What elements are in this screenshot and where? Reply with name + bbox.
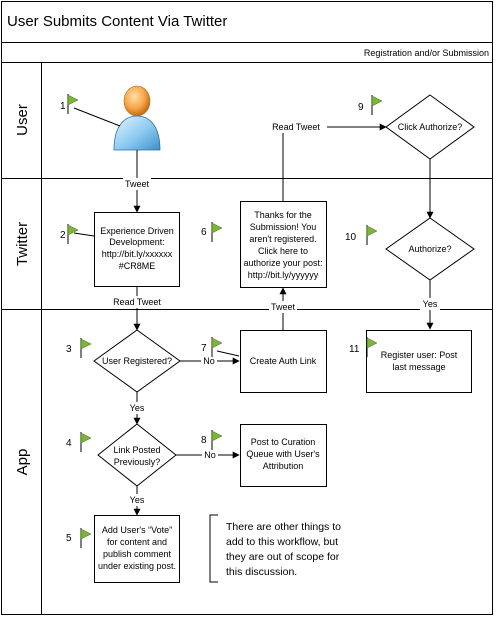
step-number-6: 6 <box>201 227 207 238</box>
thanks-box-line-5: authorize your post: <box>243 258 322 268</box>
click-authorize-label: Click Authorize? <box>398 122 463 132</box>
edge-label-no-2: No <box>204 450 216 460</box>
edge-auth-to-step7 <box>216 350 240 357</box>
edge-label-read-tweet-top: Read Tweet <box>272 122 320 132</box>
step-number-4: 4 <box>66 438 72 449</box>
link-posted-line-2: Previously? <box>114 457 161 467</box>
step-number-5: 5 <box>66 533 72 544</box>
register-user-line-2: last message <box>392 362 445 372</box>
step-1-flag-icon <box>67 94 79 114</box>
step-number-3: 3 <box>66 344 72 355</box>
edge-label-read-tweet-mid: Read Tweet <box>113 297 161 307</box>
edge-label-backgrounds <box>111 121 440 506</box>
thanks-box <box>240 201 327 288</box>
step-number-1: 1 <box>60 101 66 112</box>
user-actor-icon <box>113 85 161 151</box>
tweet-box-line-3: http://bit.ly/xxxxxx <box>102 249 173 259</box>
phase-label: Registration and/or Submission <box>364 48 489 58</box>
register-user-box <box>366 330 472 393</box>
step-3-flag-icon <box>80 338 92 358</box>
register-user-line-1: Register user: Post <box>381 350 458 360</box>
add-vote-line-4: under existing post. <box>98 561 176 571</box>
note-line-2: add to this workflow, but <box>226 536 338 548</box>
step-number-2: 2 <box>60 230 66 241</box>
thanks-box-line-3: aren't registered. <box>249 234 316 244</box>
curation-queue-line-1: Post to Curation <box>251 437 316 447</box>
step-5-flag-icon <box>80 528 92 548</box>
step-6-flag-icon <box>211 222 223 242</box>
add-vote-line-2: for content and <box>107 537 167 547</box>
step-9-flag-icon <box>371 95 383 115</box>
curation-queue-line-2: Queue with User's <box>246 449 320 459</box>
thanks-box-line-4: Click here to <box>258 246 308 256</box>
process-boxes <box>94 201 472 583</box>
edge-label-yes-3: Yes <box>423 299 438 309</box>
edge-label-no-1: No <box>203 356 215 366</box>
edge-user-to-step1 <box>73 107 121 127</box>
add-vote-box <box>94 515 180 583</box>
edge-label-tweet: Tweet <box>125 179 150 189</box>
tweet-box-line-1: Experience Driven <box>100 226 174 236</box>
step-2-flag-icon <box>67 224 79 244</box>
note-line-1: There are other things to <box>226 521 341 533</box>
step-number-8: 8 <box>201 435 207 446</box>
step-7-flag-icon <box>211 337 223 357</box>
tweet-box <box>94 212 180 287</box>
lane-label-twitter: Twitter <box>14 222 31 266</box>
edge-tweet-to-step2 <box>73 232 95 237</box>
link-posted-line-1: Link Posted <box>113 445 160 455</box>
add-vote-line-3: publish comment <box>103 549 172 559</box>
tweet-box-line-2: Development: <box>109 237 165 247</box>
lane-label-user: User <box>14 104 31 136</box>
create-auth-link-box <box>240 330 327 393</box>
create-auth-link-label: Create Auth Link <box>250 356 317 366</box>
step-flags <box>67 94 383 548</box>
step-4-flag-icon <box>80 432 92 452</box>
authorize-label: Authorize? <box>408 244 451 254</box>
click-authorize-diamond <box>385 94 475 160</box>
add-vote-line-1: Add User's “Vote” <box>102 525 172 535</box>
tweet-box-line-4: #CR8ME <box>119 261 156 271</box>
link-posted-diamond <box>97 423 177 487</box>
thanks-box-line-1: Thanks for the <box>254 210 312 220</box>
note-bracket <box>209 514 218 583</box>
thanks-box-line-6: http://bit.ly/yyyyyy <box>248 270 319 280</box>
note-line-4: this discussion. <box>226 566 297 578</box>
step-11-flag-icon <box>366 337 378 357</box>
step-number-10: 10 <box>345 232 357 243</box>
thanks-box-line-2: Submission! You <box>250 222 317 232</box>
authorize-diamond <box>385 217 475 281</box>
edge-thanks-to-click-authorize <box>282 123 387 201</box>
user-registered-label: User Registered? <box>102 356 172 366</box>
step-10-flag-icon <box>366 225 378 245</box>
diagram-title: User Submits Content Via Twitter <box>7 13 227 30</box>
step-number-7: 7 <box>201 343 207 354</box>
user-registered-diamond <box>93 329 181 393</box>
decision-diamonds <box>93 94 475 487</box>
curation-queue-box <box>240 424 327 487</box>
step-8-flag-icon <box>211 430 223 450</box>
lane-label-app: App <box>14 449 31 476</box>
step-number-11: 11 <box>349 344 360 355</box>
edge-label-yes-2: Yes <box>130 495 145 505</box>
edge-label-tweet-app: Tweet <box>271 302 296 312</box>
step-number-9: 9 <box>358 102 364 113</box>
curation-queue-line-3: Attribution <box>263 461 304 471</box>
edge-label-yes-1: Yes <box>130 403 145 413</box>
note-line-3: they are out of scope for <box>226 551 340 563</box>
